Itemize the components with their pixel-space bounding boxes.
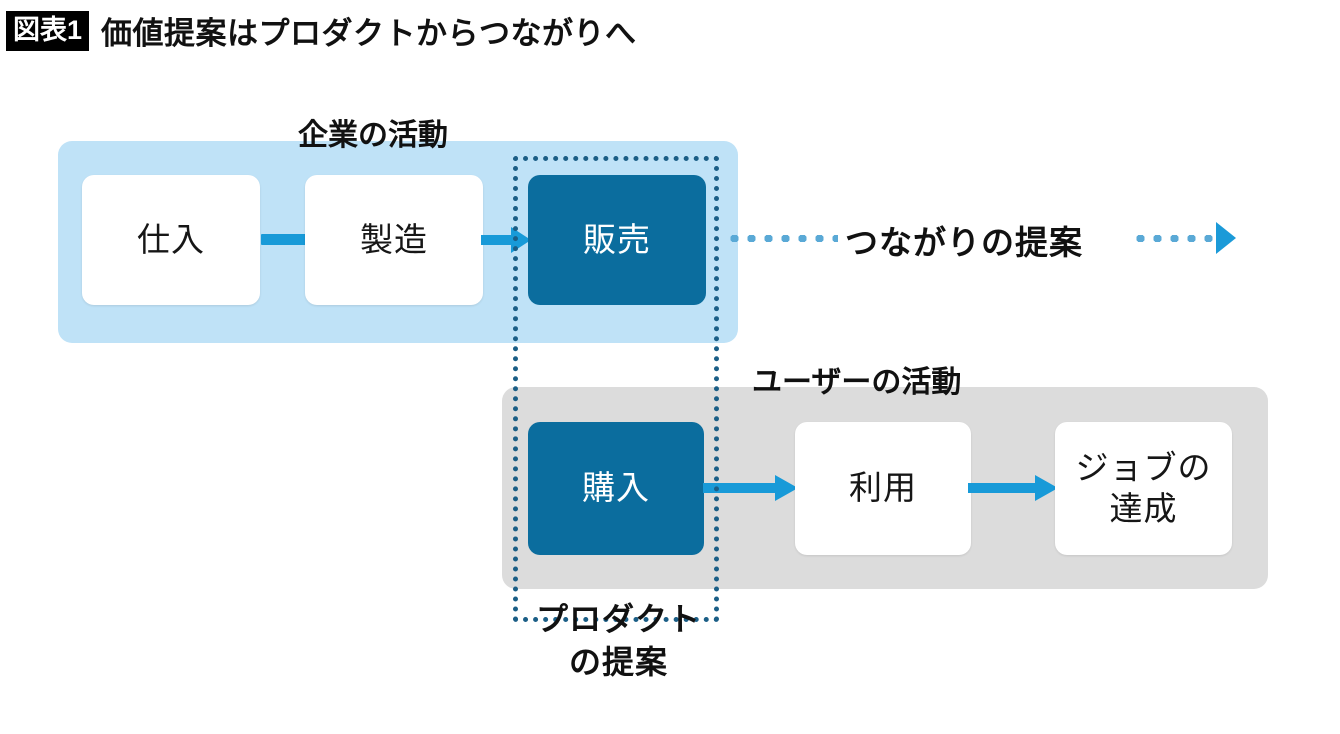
arrow-right-icon-connection-proposal [1216,222,1236,254]
page-title: 価値提案はプロダクトからつながりへ [101,16,637,51]
node-hanbai[interactable]: 販売 [528,175,706,305]
product-proposal-outline [513,156,719,622]
node-seizo-label: 製造 [360,220,428,258]
product-proposal-label-line1: プロダクト [535,601,701,637]
figure-number-badge: 図表1 [6,10,90,51]
node-kounyu-label: 購入 [582,469,650,507]
connection-proposal-dotted-line-left [726,235,838,242]
node-riyou-label: 利用 [849,469,917,507]
node-hanbai-label: 販売 [583,220,651,258]
node-job-achievement-label-line2: 達成 [1109,489,1178,527]
figure-title-row: 図表1 価値提案はプロダクトからつながりへ [6,8,637,53]
node-riyou[interactable]: 利用 [795,422,971,555]
connection-proposal-dotted-line-right [1132,235,1217,242]
node-job-achievement[interactable]: ジョブの 達成 [1055,422,1232,555]
product-proposal-label: プロダクト の提案 [516,598,721,684]
arrow-right-icon-riyou-to-job [968,475,1058,501]
product-proposal-label-line2: の提案 [568,644,668,681]
arrow-right-icon-kounyu-to-riyou [703,475,798,501]
node-seizo[interactable]: 製造 [305,175,483,305]
node-job-achievement-label-line1: ジョブの [1075,449,1212,487]
company-activity-label: 企業の活動 [298,119,448,152]
node-shiire[interactable]: 仕入 [82,175,260,305]
arrow-right-icon-seizo-to-hanbai [481,227,531,253]
user-activity-label: ユーザーの活動 [752,366,962,399]
connector-shiire-to-seizo [261,234,306,245]
node-kounyu[interactable]: 購入 [528,422,704,555]
connection-proposal-label: つながりの提案 [845,224,1083,261]
node-shiire-label: 仕入 [137,220,205,258]
